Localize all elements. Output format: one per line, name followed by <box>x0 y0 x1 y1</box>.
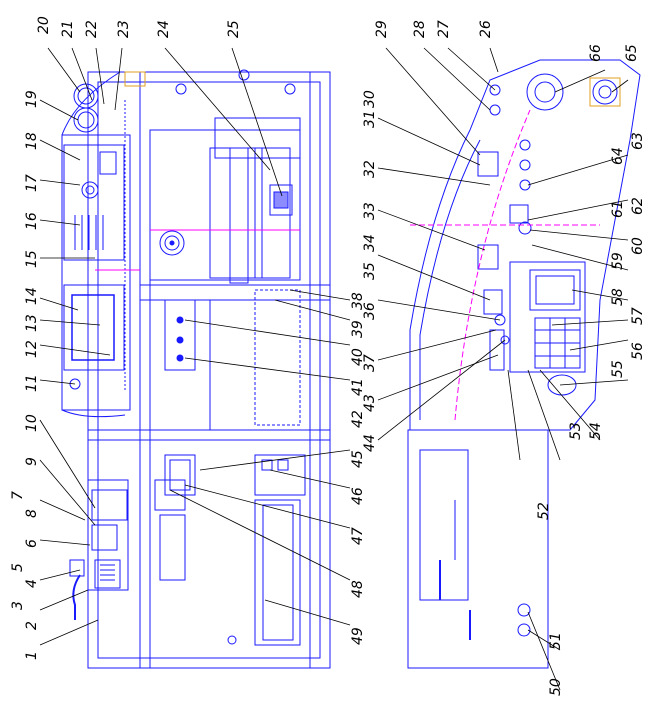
callout-19: 19 <box>24 90 40 108</box>
callout-15: 15 <box>24 250 40 268</box>
callout-12: 12 <box>24 340 40 358</box>
left-lower-box <box>87 479 129 591</box>
callout-58: 58 <box>610 288 626 306</box>
right-view <box>407 59 641 669</box>
callout-6: 6 <box>24 539 40 548</box>
callout-37: 37 <box>362 354 378 372</box>
console-profile-outer <box>409 59 641 431</box>
callout-50: 50 <box>548 678 564 696</box>
callout-43: 43 <box>362 394 378 412</box>
callout-24: 24 <box>156 20 172 38</box>
callout-49: 49 <box>350 627 366 645</box>
keyboard-panel <box>509 261 586 373</box>
callout-14: 14 <box>24 287 40 305</box>
callout-55: 55 <box>610 360 626 378</box>
callout-30: 30 <box>362 90 378 108</box>
callout-64: 64 <box>610 147 626 165</box>
right-view-details <box>589 77 621 107</box>
console-outline <box>61 134 131 411</box>
callout-36: 36 <box>362 302 378 320</box>
left-view <box>61 69 331 669</box>
callout-32: 32 <box>362 160 378 178</box>
callout-21: 21 <box>60 20 76 38</box>
callout-27: 27 <box>436 20 452 38</box>
callout-39: 39 <box>350 320 366 338</box>
callout-47: 47 <box>350 527 366 545</box>
callout-41: 41 <box>350 378 366 396</box>
callout-5: 5 <box>10 563 26 572</box>
callout-7: 7 <box>10 491 26 500</box>
callout-23: 23 <box>116 20 132 38</box>
right-view-base <box>407 429 549 669</box>
console-curve <box>61 71 121 136</box>
display-unit-25 <box>269 184 293 216</box>
control-panel-41 <box>164 299 196 371</box>
console-profile-inner <box>419 139 481 420</box>
callout-33: 33 <box>362 202 378 220</box>
callout-56: 56 <box>630 342 646 360</box>
callout-25: 25 <box>226 20 242 38</box>
callout-38: 38 <box>350 292 366 310</box>
screen-panel-14 <box>63 284 125 371</box>
callout-62: 62 <box>630 197 646 215</box>
leader-lines <box>39 47 629 691</box>
callout-35: 35 <box>362 262 378 280</box>
callout-11: 11 <box>24 374 40 392</box>
callout-44: 44 <box>362 434 378 452</box>
callout-2: 2 <box>24 621 40 630</box>
upper-housing <box>149 129 301 281</box>
callout-1: 1 <box>24 651 40 660</box>
callout-51: 51 <box>548 632 564 650</box>
callout-8: 8 <box>24 509 40 518</box>
left-view-inner-frame <box>97 81 321 659</box>
callout-42: 42 <box>350 410 366 428</box>
callout-48: 48 <box>350 580 366 598</box>
callout-20: 20 <box>36 16 52 34</box>
callout-10: 10 <box>24 414 40 432</box>
left-view-details <box>124 71 146 87</box>
callout-46: 46 <box>350 487 366 505</box>
left-view-accents <box>95 229 300 271</box>
callout-52: 52 <box>536 502 552 520</box>
callout-53: 53 <box>568 422 584 440</box>
callout-3: 3 <box>10 601 26 610</box>
callout-labels: 20 21 22 23 24 25 19 18 17 16 15 14 13 1… <box>10 16 646 696</box>
gauge-15 <box>159 230 185 256</box>
callout-40: 40 <box>350 348 366 366</box>
callout-65: 65 <box>624 44 640 62</box>
handwheel-66 <box>526 73 564 111</box>
callout-16: 16 <box>24 212 40 230</box>
callout-22: 22 <box>84 20 100 38</box>
lower-cabinet <box>139 439 331 669</box>
callout-60: 60 <box>630 237 646 255</box>
callout-63: 63 <box>630 132 646 150</box>
callout-31: 31 <box>362 110 378 128</box>
callout-66: 66 <box>588 44 604 62</box>
callout-54: 54 <box>588 422 604 440</box>
callout-9: 9 <box>24 457 40 466</box>
callout-61: 61 <box>610 200 626 218</box>
knob-65 <box>592 79 618 105</box>
callout-17: 17 <box>24 174 40 192</box>
callout-57: 57 <box>630 307 646 325</box>
callout-59: 59 <box>610 252 626 270</box>
callout-28: 28 <box>412 20 428 38</box>
callout-26: 26 <box>478 20 494 38</box>
callout-29: 29 <box>374 20 390 38</box>
callout-18: 18 <box>24 132 40 150</box>
callout-13: 13 <box>24 314 40 332</box>
callout-4: 4 <box>24 579 40 588</box>
callout-34: 34 <box>362 234 378 252</box>
right-view-bottom <box>407 590 549 669</box>
panel-17 <box>63 144 125 261</box>
callout-45: 45 <box>350 450 366 468</box>
right-view-accents <box>410 109 600 421</box>
